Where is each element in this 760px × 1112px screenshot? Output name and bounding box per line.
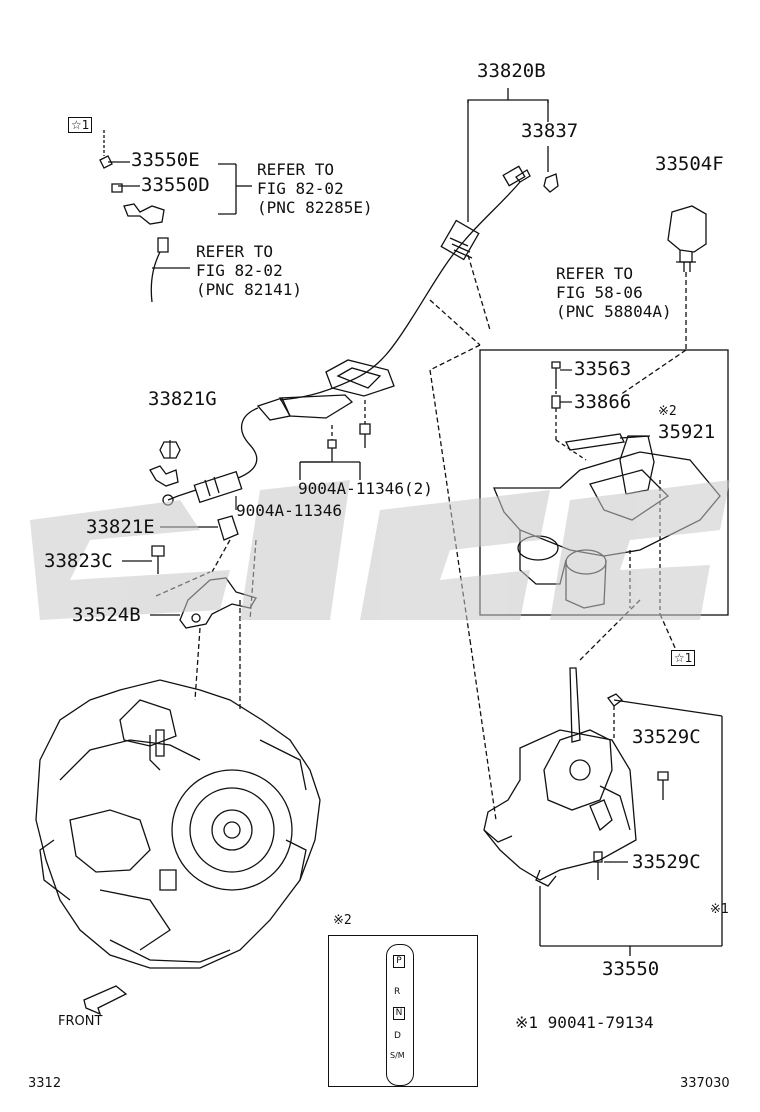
ref1-line3: (PNC 82285E) [257, 198, 373, 217]
gear-indicator-box: P R N D S/M [328, 935, 478, 1087]
footnote-note1: ※1 90041-79134 [515, 1013, 654, 1032]
ref2-line2: FIG 82-02 [196, 261, 283, 280]
part-label-33550: 33550 [602, 958, 660, 980]
ref3-line3: (PNC 58804A) [556, 302, 672, 321]
part-label-35921: 35921 [658, 421, 716, 443]
front-arrow-shape [83, 985, 128, 1016]
part-label-33823C: 33823C [44, 550, 113, 572]
part-label-33821G: 33821G [148, 388, 217, 410]
gear-p: P [393, 955, 405, 968]
part-label-33524B: 33524B [72, 604, 141, 626]
ref1-line1: REFER TO [257, 160, 335, 179]
bracket-shape [179, 577, 257, 629]
gear-sm: S/M [390, 1051, 405, 1060]
page-code-right: 337030 [680, 1076, 730, 1091]
star1-tag-top: ☆1 [68, 117, 93, 133]
part-label-33866: 33866 [574, 391, 632, 413]
ref2-line1: REFER TO [196, 242, 274, 261]
part-label-33550E: 33550E [131, 149, 200, 171]
note2-mark-inset: ※2 [658, 404, 677, 419]
part-label-33504F: 33504F [655, 153, 724, 175]
part-label-33837: 33837 [521, 120, 579, 142]
ref2-line3: (PNC 82141) [196, 280, 302, 299]
gear-d: D [394, 1031, 401, 1041]
part-label-33529C-lower: 33529C [632, 851, 701, 873]
bolt-label-a: 9004A-11346(2) [298, 479, 433, 498]
shift-knob-shape [667, 205, 707, 253]
gear-indicator-plate: P R N D S/M [386, 944, 414, 1086]
front-label: FRONT [58, 1014, 103, 1029]
shifter-assembly-shape [483, 729, 637, 881]
note2-mark-detail: ※2 [333, 913, 352, 928]
ref1-line2: FIG 82-02 [257, 179, 344, 198]
note1-mark: ※1 [710, 902, 729, 917]
part-label-33563: 33563 [574, 358, 632, 380]
transmission-outline [35, 679, 321, 969]
star1-tag-right: ☆1 [671, 650, 696, 666]
ref3-line1: REFER TO [556, 264, 634, 283]
part-label-33820B: 33820B [477, 60, 546, 82]
part-label-33529C-upper: 33529C [632, 726, 701, 748]
part-label-33821E: 33821E [86, 516, 155, 538]
ref3-line2: FIG 58-06 [556, 283, 643, 302]
gear-r: R [394, 987, 401, 997]
console-shape [493, 451, 721, 557]
bolt-label-b: 9004A-11346 [236, 501, 342, 520]
page-code-left: 3312 [28, 1076, 62, 1091]
gear-n: N [393, 1007, 405, 1020]
part-label-33550D: 33550D [141, 174, 210, 196]
shift-cable [279, 181, 521, 401]
